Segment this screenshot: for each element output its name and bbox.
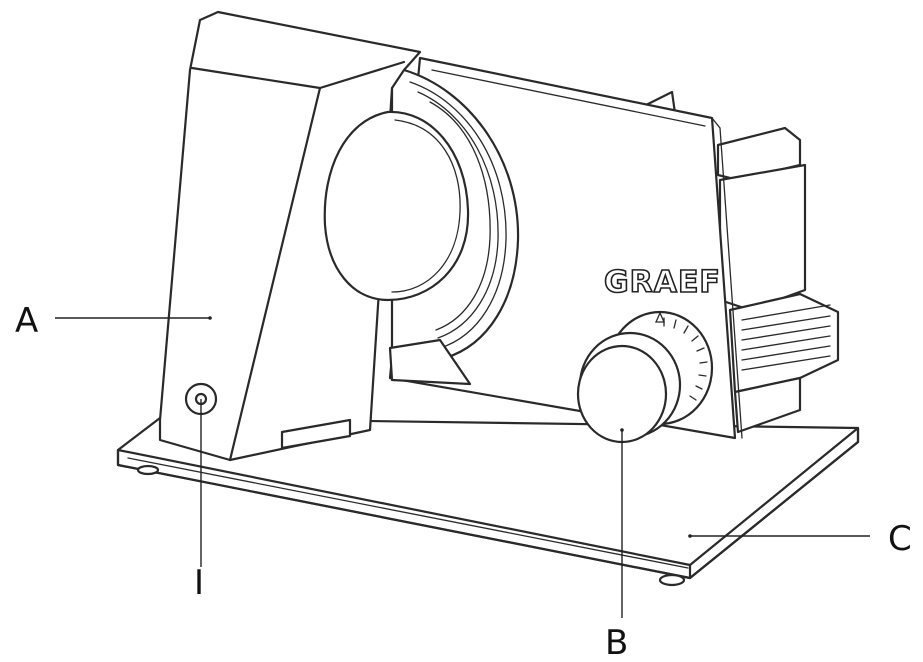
- callout-i: I: [194, 563, 204, 603]
- motor-housing: [158, 10, 472, 462]
- callout-b: B: [605, 623, 628, 662]
- leader-lines: [55, 316, 870, 618]
- brand-logo: GRAEF: [604, 265, 721, 300]
- callout-c: C: [888, 519, 912, 559]
- thickness-dial: [576, 310, 714, 444]
- callout-a: A: [15, 301, 38, 341]
- base-plate: [116, 416, 860, 587]
